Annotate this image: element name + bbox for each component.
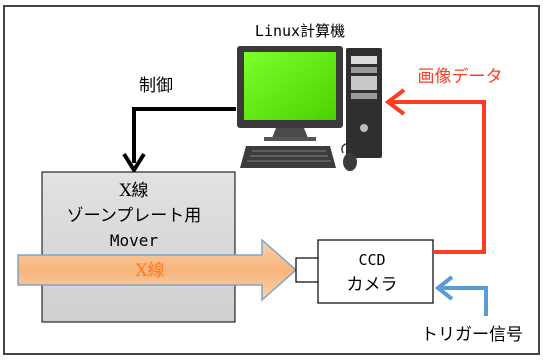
tower-power-button — [360, 124, 368, 132]
mover-box — [41, 171, 236, 323]
camera-body — [317, 239, 434, 304]
camera-label-line2: カメラ — [347, 275, 398, 295]
image-data-label: 画像データ — [418, 66, 503, 87]
tower-drive-bay — [351, 56, 377, 64]
monitor-stand — [272, 128, 308, 138]
trigger-arrow-head — [434, 275, 454, 301]
tower-panel-2 — [351, 93, 377, 99]
tower-case — [346, 48, 382, 158]
control-arrow-line — [132, 107, 236, 163]
mover-label-line3: Mover — [110, 231, 159, 250]
image-data-arrow-head — [384, 88, 406, 116]
mouse — [343, 153, 357, 171]
mouse-cable — [341, 143, 347, 154]
monitor-base — [264, 137, 316, 141]
keyboard — [240, 146, 336, 168]
mover-label-line1: X線 — [119, 181, 148, 201]
keyboard-keys — [247, 150, 331, 162]
xray-beam-label: X線 — [135, 261, 164, 281]
right-arrow-icon — [17, 238, 298, 302]
tower-panel — [351, 76, 377, 90]
tower-drive-bay-2 — [351, 67, 377, 73]
computer-label: Linux計算機 — [255, 22, 345, 40]
outer-frame — [3, 5, 540, 355]
camera-label-line1: CCD — [358, 251, 385, 269]
up-arrow-icon — [384, 88, 486, 254]
down-arrow-icon — [122, 107, 236, 174]
mover-label-line2: ゾーンプレート用 — [67, 206, 202, 226]
control-label: 制御 — [139, 76, 173, 96]
camera-lens — [295, 257, 320, 283]
left-arrow-icon — [434, 275, 488, 316]
trigger-arrow-line — [440, 286, 488, 316]
monitor-screen — [244, 52, 336, 120]
control-arrow-head — [122, 152, 146, 174]
image-data-arrow-line — [390, 100, 486, 254]
xray-beam-arrow — [17, 238, 298, 302]
trigger-label: トリガー信号 — [421, 325, 523, 345]
desktop-computer-icon — [237, 46, 382, 171]
